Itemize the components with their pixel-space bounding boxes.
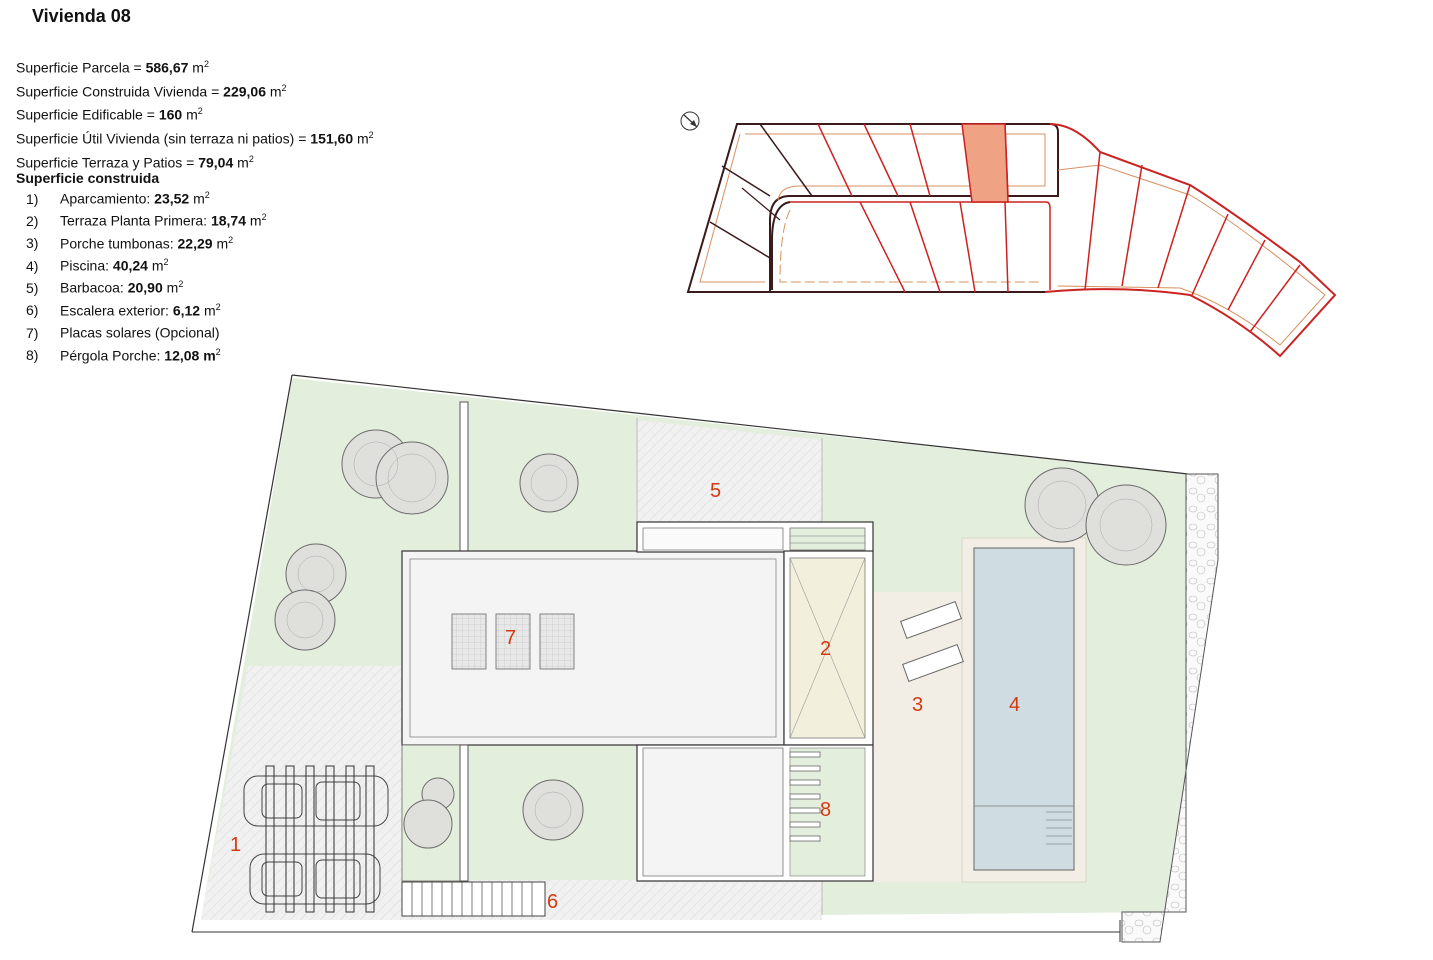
porch-area <box>872 592 962 882</box>
built-surface-list: 1)Aparcamiento: 23,52 m2 2)Terraza Plant… <box>26 186 267 365</box>
built-item: 4)Piscina: 40,24 m2 <box>26 257 169 274</box>
car-icon <box>243 775 389 905</box>
barbecue-area <box>637 420 822 522</box>
tree-icon <box>274 429 1167 849</box>
label-parking: 1 <box>230 834 241 856</box>
label-pergola: 8 <box>820 799 831 821</box>
label-pool: 4 <box>1009 694 1020 716</box>
built-item: 8)Pérgola Porche: 12,08 m2 <box>26 346 221 364</box>
exterior-stair <box>401 881 546 917</box>
surface-summary: Superficie Parcela = 586,67 m2 Superfici… <box>16 54 374 172</box>
stone-border <box>1121 473 1219 943</box>
surface-row: Superficie Terraza y Patios = 79,04 m2 <box>16 153 254 171</box>
surface-row: Superficie Edificable = 160 m2 <box>16 106 203 123</box>
sun-lounger-icon <box>900 600 964 683</box>
built-item: 7)Placas solares (Opcional) <box>26 324 220 341</box>
built-item: 3)Porche tumbonas: 22,29 m2 <box>26 234 234 252</box>
carport-pergola <box>265 765 375 913</box>
label-porch: 3 <box>912 694 923 716</box>
solar-panel-icon <box>451 613 575 670</box>
built-item: 5)Barbacoa: 20,90 m2 <box>26 279 184 297</box>
page-title: Vivienda 08 <box>32 6 131 26</box>
plot-boundary <box>291 374 1189 475</box>
label-stair: 6 <box>547 891 558 913</box>
label-solar: 7 <box>505 627 516 649</box>
surface-row: Superficie Útil Vivienda (sin terraza ni… <box>16 129 374 147</box>
surface-row: Superficie Parcela = 586,67 m2 <box>16 59 209 76</box>
pergola-slats <box>789 751 821 842</box>
built-surface-title: Superficie construida <box>16 170 160 186</box>
surface-row: Superficie Construida Vivienda = 229,06 … <box>16 82 287 100</box>
built-item: 6)Escalera exterior: 6,12 m2 <box>26 301 221 319</box>
label-terrace: 2 <box>820 638 831 660</box>
label-barbecue: 5 <box>710 480 721 502</box>
pool <box>973 547 1075 871</box>
built-item: 1)Aparcamiento: 23,52 m2 <box>26 190 210 207</box>
built-item: 2)Terraza Planta Primera: 18,74 m2 <box>26 212 267 230</box>
